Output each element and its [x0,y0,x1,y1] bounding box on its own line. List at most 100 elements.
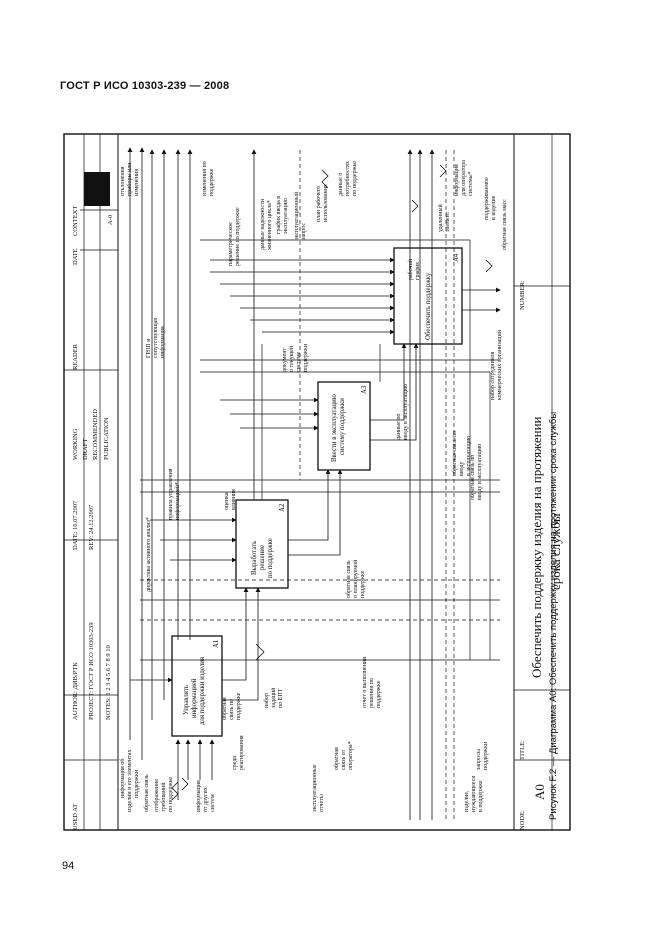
control-label-6a: удаленный [437,203,444,232]
int-label-18b: решения по [369,678,375,708]
box-a1-id: A1 [213,640,220,648]
int-label-19c: по ЕПТ [278,688,284,708]
draft-label: DRAFT [82,439,89,460]
int-label-15a: набор сотрудников [489,352,496,400]
int-label-21c: оператора* [348,741,354,770]
int-label-15b: коммерческих организаций [496,329,503,400]
int-label-14b: вводу в эксплуатацию [403,383,409,440]
box-a2-line2: решение [259,545,266,570]
int-label-10a: ГРЛП и [146,338,152,358]
int-label-3a: оценка [224,492,230,510]
int-label-7b: использования [323,184,329,222]
box-a2-line1: Выработать [251,541,258,575]
context-label: CONTEXT [72,206,79,236]
project-label: PROJECT: ГОСТ Р ИСО 10303-239 [88,622,95,720]
box-a1-line3: для поддержки изделия [199,657,206,725]
control-label-3b: график [414,262,421,280]
recommended-label: RECOMMENDED [92,409,99,460]
title-label: TITLE: [519,740,526,760]
box-a2 [235,499,289,589]
int-label-6b: эксплуатацию [283,198,289,234]
int-label-21b: связь от [341,749,347,770]
control-label-1b: приборы или [126,162,133,196]
int-label-22b: поддержки [483,741,489,770]
control-label-4c: системы* [468,171,474,196]
int-label-12b: о планируемой [352,559,359,598]
box-a3-line2: систему поддержки [339,398,346,455]
control-label-4a: информация [453,164,460,196]
input-label-4b: от других [203,787,209,812]
input-label-6c: в поддержке [478,780,484,812]
int-label-5a: данные надежности [260,198,266,250]
title-line-1: Обеспечить поддержку изделия на протяжен… [529,416,544,678]
box-a1 [171,635,223,737]
int-label-11c: системе [296,351,302,372]
int-label-22a: запросы [476,749,482,770]
control-label-5b: в изделие [491,195,497,220]
int-label-1: директива активного анализ* [146,517,152,592]
box-a2-line3: по поддержке [267,538,274,578]
box-a3-line1: Ввести в эксплуатацию [331,394,338,462]
control-label-2b: поддержке [209,168,215,196]
int-label-19b: задаций [270,687,277,708]
box-a1-line2: информацией [191,678,198,718]
int-label-6a: график ввода в [275,196,282,234]
input-label-1a: информация об [119,759,126,798]
int-label-19a: набор [263,693,270,708]
notes-label: NOTES: 1 2 3 4 5 6 7 8 9 10 [105,645,112,720]
rev-label: REV: 24.12.2007 [88,504,95,550]
int-label-11d: поддержки [303,343,309,372]
input-label-3b: требований [160,782,167,812]
input-label-4c: систем [210,794,216,812]
context-thumbnail [84,172,110,206]
int-label-21a: обратная [333,747,340,770]
int-label-7a: план рабочего [315,186,322,222]
int-label-9c: по поддержке [352,161,358,196]
input-label-3c: по поддержке [168,777,174,812]
box-a4-line1: Обеспечить поддержку [425,272,432,340]
number-label: NUMBER: [519,280,526,310]
int-label-17c: поддержке [236,692,242,720]
control-label-1c: изменения [134,169,140,196]
int-label-20b: реагирования [239,735,245,770]
int-label-12c: поддержке [360,570,366,598]
int-label-4b: решение по поддержке [235,207,241,266]
int-label-13b: вводу в эксплуатацию [477,443,483,500]
box-a4-id: A4 [453,253,460,262]
int-label-9b: потребностях [344,161,351,196]
int-label-20a: среда [232,756,238,770]
int-label-4a: параметрическое [228,222,234,266]
int-label-11a: документ [282,348,288,372]
control-label-1a: отклонения [120,166,126,196]
working-label: WORKING [72,428,79,460]
input-label-1b: изделии и его элементах [127,750,133,812]
int-label-10b: сопутствующая [153,318,159,358]
input-label-5a: эксплуатационные [312,764,318,812]
input-label-5b: отчеты [319,794,325,812]
page-number: 94 [62,860,75,872]
int-label-9a: данные о [338,173,344,196]
date-label: DATE: 16.07.2007 [72,500,79,550]
control-label-6b: элемент [445,211,451,232]
node-label: NODE: [519,810,526,830]
int-label-8b: запрос [301,223,307,240]
input-label-1c: поддержки [134,769,140,798]
title-line-2: срока службы [548,513,563,590]
int-label-8a: эксплуатационный [293,191,300,240]
date2-label: DATE [72,248,79,265]
control-label-4b: для оператора [461,160,467,196]
control-label-2a: изменения по [202,161,208,196]
context-node: A-0 [107,215,114,225]
control-label-3a: рабочий [407,258,414,280]
int-label-16c: в эксплуатацию [466,435,472,476]
box-a2-id: A2 [279,503,286,512]
input-label-4a: информация [195,780,202,812]
input-label-3a: отображение [153,779,160,812]
int-label-16b: вводу [459,461,465,476]
used-at-label: USED AT [72,804,79,830]
int-label-18c: поддержке [376,680,382,708]
int-label-2a: правила управления [168,468,174,520]
int-label-18a: отчет о выполнении [362,656,368,708]
int-label-10c: информация [159,326,166,358]
int-label-12a: обратная связь [345,560,352,598]
